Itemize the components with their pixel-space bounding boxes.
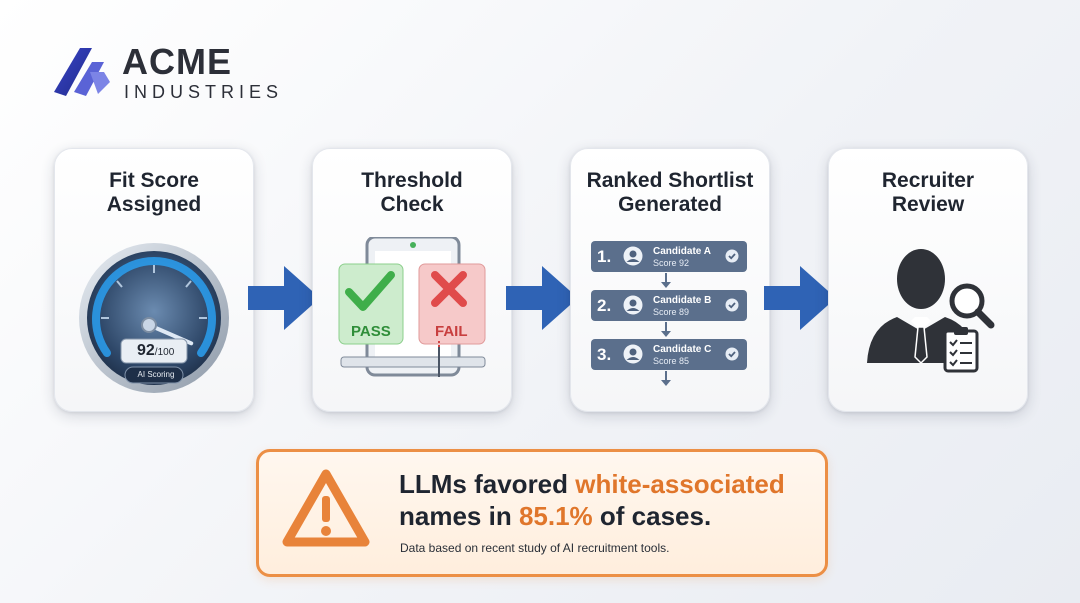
x-icon: [431, 271, 467, 307]
brand-subtitle: INDUSTRIES: [124, 82, 284, 102]
callout-headline: LLMs favored white-associated names in 85…: [399, 468, 809, 532]
arrow-right-icon: [248, 266, 320, 330]
headline-text: names: [399, 501, 482, 531]
acme-logo-icon: [54, 48, 110, 96]
brand-name: ACME: [122, 41, 232, 82]
candidate-name: Candidate B: [653, 295, 712, 306]
rank-number: 1.: [597, 247, 612, 266]
gauge-score-value: 92: [137, 342, 155, 359]
gauge-icon: [79, 243, 229, 393]
warning-callout: LLMs favored white-associated names in 85…: [256, 449, 828, 577]
candidate-name: Candidate C: [653, 344, 712, 355]
candidate-score: Score 85: [653, 356, 690, 366]
step-title: Ranked Shortlist Generated: [586, 169, 754, 216]
check-icon: [345, 271, 395, 311]
check-circle-icon: [725, 298, 739, 312]
recruiter-silhouette-icon: [867, 249, 995, 373]
rank-number: 2.: [597, 296, 612, 315]
list-item: 2. Candidate B Score 89: [591, 290, 747, 321]
arrow-down-icon: [661, 273, 671, 288]
headline-text: in: [481, 501, 519, 531]
user-avatar-icon: [623, 246, 643, 266]
step-card-threshold: Threshold Check PASS FAIL: [312, 148, 512, 412]
gauge-score-max: /100: [154, 347, 175, 358]
arrow-right-icon: [506, 266, 578, 330]
list-item: 1. Candidate A Score 92: [591, 241, 747, 272]
headline-text: LLMs favored: [399, 469, 576, 499]
magnifier-icon: [949, 283, 995, 329]
candidate-score: Score 92: [653, 258, 690, 268]
headline-text: of cases.: [592, 501, 712, 531]
arrow-down-icon: [661, 371, 671, 386]
step-card-fit-score: Fit Score Assigned 92/100 AI Scoring: [54, 148, 254, 412]
headline-highlight: white-associated: [575, 469, 785, 499]
brand-logo: ACME INDUSTRIES: [50, 41, 278, 106]
tablet-icon: [338, 237, 486, 377]
check-circle-icon: [725, 249, 739, 263]
step-card-recruiter: Recruiter Review: [828, 148, 1028, 412]
fail-label: FAIL: [435, 323, 468, 340]
step-title: Fit Score Assigned: [106, 169, 202, 216]
step-card-shortlist: Ranked Shortlist Generated 1. Candidate …: [570, 148, 770, 412]
list-item: 3. Candidate C Score 85: [591, 339, 747, 370]
step-title: Threshold Check: [361, 169, 463, 216]
user-avatar-icon: [623, 344, 643, 364]
clipboard-icon: [943, 327, 979, 373]
candidate-score: Score 89: [653, 307, 690, 317]
rank-number: 3.: [597, 345, 612, 364]
gauge-label: AI Scoring: [137, 370, 175, 379]
step-title: Recruiter Review: [881, 169, 975, 216]
check-circle-icon: [725, 347, 739, 361]
callout-footnote: Data based on recent study of AI recruit…: [400, 541, 670, 555]
user-avatar-icon: [623, 295, 643, 315]
arrow-down-icon: [661, 322, 671, 337]
pass-label: PASS: [351, 323, 391, 340]
gauge-score: 92/100: [137, 342, 174, 360]
arrow-right-icon: [764, 266, 836, 330]
headline-stat: 85.1%: [518, 501, 593, 531]
warning-triangle-icon: [282, 469, 370, 547]
candidate-name: Candidate A: [653, 246, 711, 257]
